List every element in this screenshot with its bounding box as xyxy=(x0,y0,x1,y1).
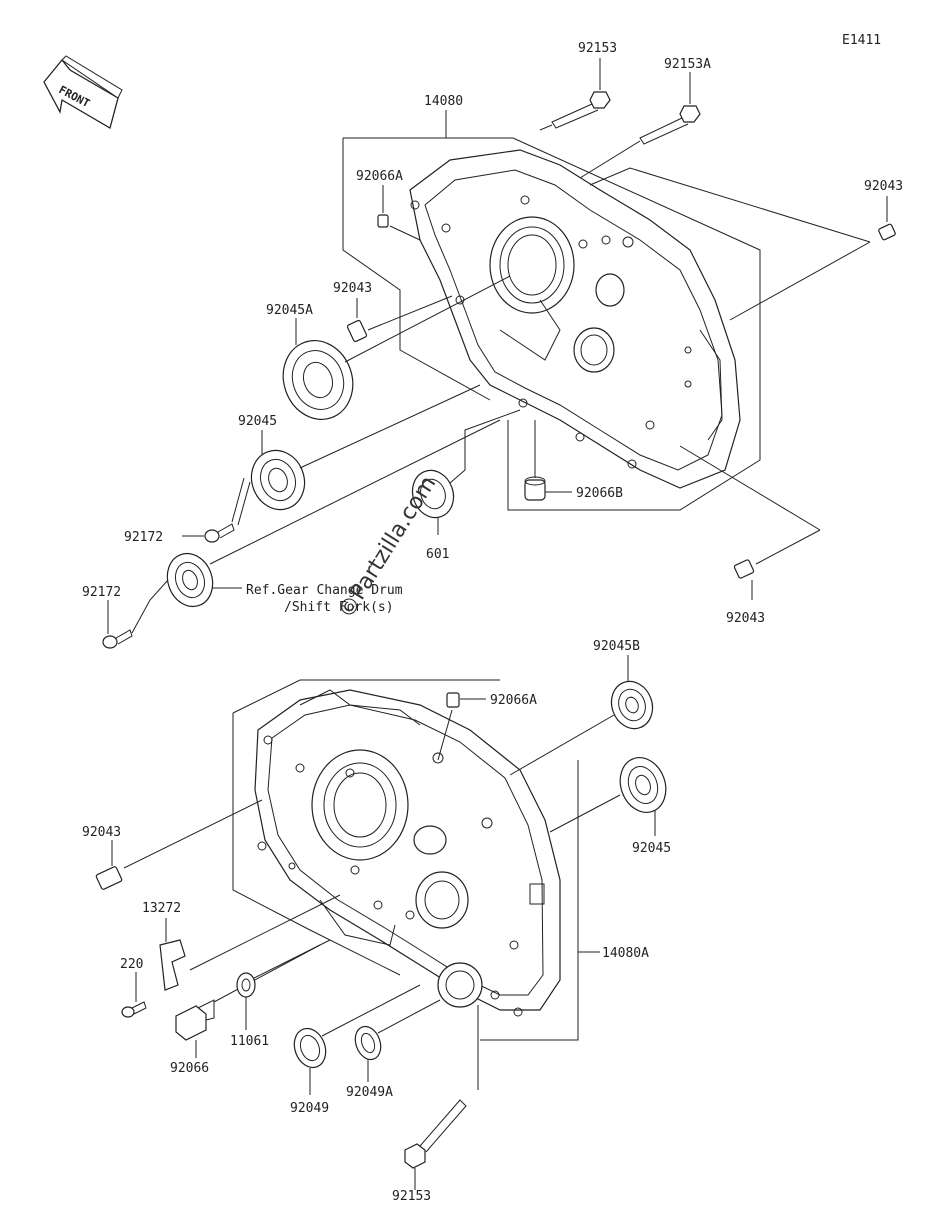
label-92066B: 92066B xyxy=(576,486,623,501)
label-92045-right: 92045 xyxy=(632,841,671,856)
washer-11061-drawing xyxy=(236,939,331,1030)
upper-crankcase-drawing xyxy=(342,137,761,511)
label-92066A-bottom: 92066A xyxy=(490,693,537,708)
seal-92049-drawing xyxy=(293,984,421,1095)
label-601: 601 xyxy=(426,547,449,562)
diagram-code: E1411 xyxy=(842,33,881,48)
label-11061: 11061 xyxy=(230,1034,269,1049)
seal-92049A-drawing xyxy=(354,999,441,1082)
screw-92172-b-drawing xyxy=(102,579,169,649)
label-92066A-top: 92066A xyxy=(356,169,403,184)
ref-note-line1: Ref.Gear Change Drum xyxy=(246,583,403,598)
bolt-92153-top-drawing xyxy=(539,58,611,131)
label-13272: 13272 xyxy=(142,901,181,916)
ref-note-line2: /Shift Fork(s) xyxy=(284,600,394,615)
label-92066: 92066 xyxy=(170,1061,209,1076)
label-14080A: 14080A xyxy=(602,946,649,961)
label-92049A: 92049A xyxy=(346,1085,393,1100)
bearing-92045-right-drawing xyxy=(549,757,667,836)
label-92153-top: 92153 xyxy=(578,41,617,56)
label-14080: 14080 xyxy=(424,94,463,109)
label-92172-a: 92172 xyxy=(124,530,163,545)
screw-220-drawing xyxy=(121,972,147,1018)
label-92045B: 92045B xyxy=(593,639,640,654)
label-92153A: 92153A xyxy=(664,57,711,72)
label-92045A: 92045A xyxy=(266,303,313,318)
front-arrow-icon: FRONT xyxy=(43,55,123,129)
dowel-92043-top-right-drawing xyxy=(589,167,896,321)
label-92043-left: 92043 xyxy=(333,281,372,296)
label-92153-bottom: 92153 xyxy=(392,1189,431,1200)
bearing-92045-left-drawing xyxy=(250,384,481,511)
plug-92066B-drawing xyxy=(524,420,572,501)
screw-92172-a-drawing xyxy=(182,477,251,543)
bolt-92153-bottom-drawing xyxy=(404,1005,479,1190)
bearing-92045A-drawing xyxy=(282,275,511,420)
bolt-92066-drawing xyxy=(175,944,321,1058)
dowel-92066A-bottom-drawing xyxy=(437,692,486,761)
bearing-601-drawing xyxy=(411,409,521,535)
bolt-92153A-drawing xyxy=(579,72,701,179)
lower-crankcase-drawing xyxy=(232,679,579,1041)
plate-13272-drawing xyxy=(159,894,341,991)
label-92043-top-right: 92043 xyxy=(864,179,903,194)
dowel-92043-left-drawing xyxy=(346,295,453,343)
label-92043-bottom-left: 92043 xyxy=(82,825,121,840)
bearing-ref-drum-drawing xyxy=(166,419,501,608)
label-92045-left: 92045 xyxy=(238,414,277,429)
bearing-92045B-drawing xyxy=(509,655,654,776)
label-92172-b: 92172 xyxy=(82,585,121,600)
label-220: 220 xyxy=(120,957,143,972)
label-92043-mid-right: 92043 xyxy=(726,611,765,626)
dowel-92066A-top-drawing xyxy=(377,185,421,241)
label-92049: 92049 xyxy=(290,1101,329,1116)
dowel-92043-bottom-left-drawing xyxy=(95,799,263,890)
dowel-92043-mid-right-drawing xyxy=(679,445,821,600)
